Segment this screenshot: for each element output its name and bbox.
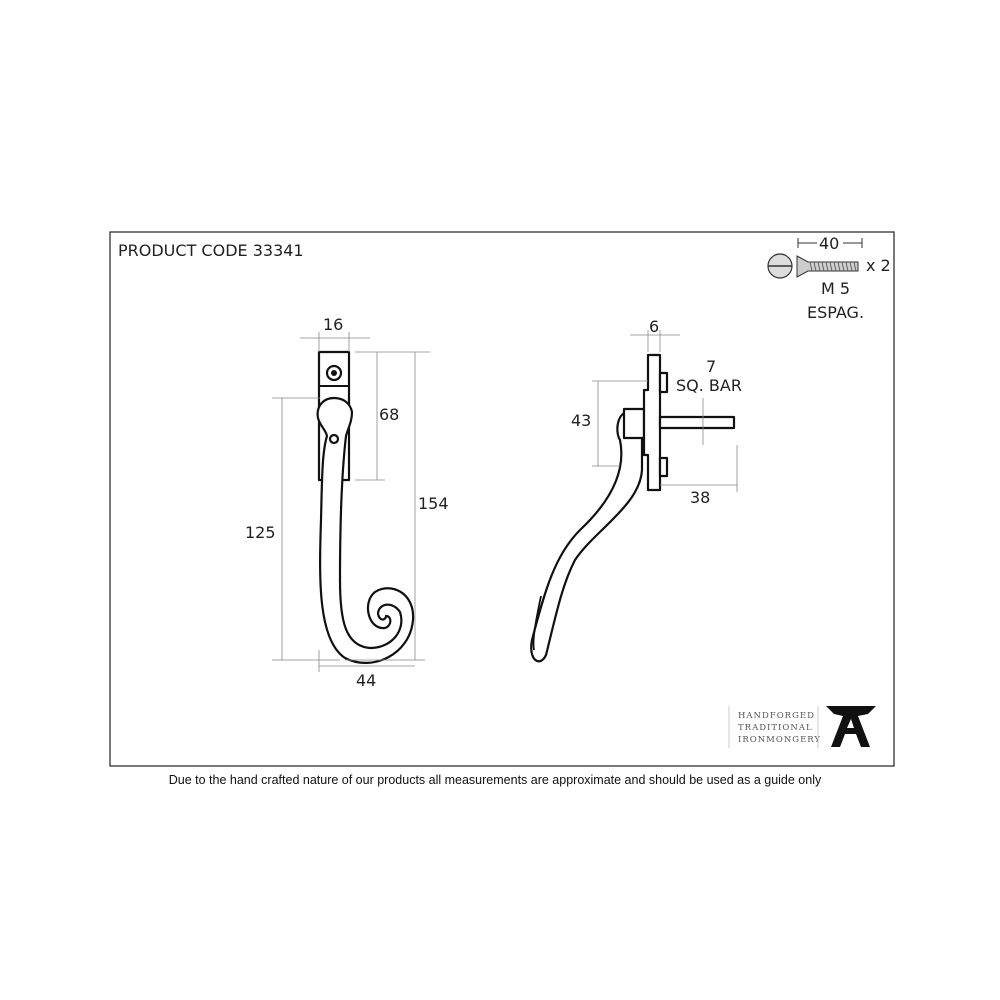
- logo-line-1: HANDFORGED: [738, 711, 815, 721]
- front-view-handle: [316, 350, 415, 664]
- dim-overall-height: 154: [418, 494, 449, 513]
- screw-length: 40: [819, 234, 839, 253]
- anvil-logo-icon: [826, 706, 876, 747]
- drawing-frame: [109, 231, 895, 767]
- lug-bottom: [658, 456, 669, 478]
- dim-bar-size: 7: [706, 357, 716, 376]
- side-view-handle: [530, 353, 736, 663]
- front-dimensions: 16 68 154 125 44: [245, 315, 449, 690]
- dim-bar-length: 38: [690, 488, 710, 507]
- dim-plate-height: 68: [379, 405, 399, 424]
- product-code: PRODUCT CODE 33341: [118, 241, 304, 260]
- dim-width: 44: [356, 671, 376, 690]
- monkey-tail-handle: [316, 396, 415, 664]
- disclaimer: Due to the hand crafted nature of our pr…: [169, 773, 822, 787]
- dim-plate-thickness: 6: [649, 317, 659, 336]
- screw-icon: [796, 255, 859, 278]
- screw-spec: 40 x 2 M 5 ESPAG.: [767, 234, 891, 322]
- dim-offset: 43: [571, 411, 591, 430]
- rivet: [328, 433, 340, 445]
- screw-type: ESPAG.: [807, 303, 864, 322]
- dim-handle-height: 125: [245, 523, 276, 542]
- screw-quantity: x 2: [866, 256, 891, 275]
- handle-boss: [622, 407, 646, 440]
- logo-line-3: IRONMONGERY: [738, 735, 821, 745]
- lug-top: [658, 371, 669, 394]
- logo-line-2: TRADITIONAL: [738, 723, 813, 733]
- handle-arm: [530, 410, 644, 663]
- brand-logo: HANDFORGED TRADITIONAL IRONMONGERY: [728, 706, 876, 748]
- screw-size: M 5: [821, 279, 850, 298]
- bar-label: SQ. BAR: [676, 376, 742, 395]
- side-plate: [642, 353, 662, 492]
- dim-top-width: 16: [323, 315, 343, 334]
- side-dimensions: 6 7 SQ. BAR 43 38: [571, 317, 742, 507]
- square-bar: [658, 415, 736, 430]
